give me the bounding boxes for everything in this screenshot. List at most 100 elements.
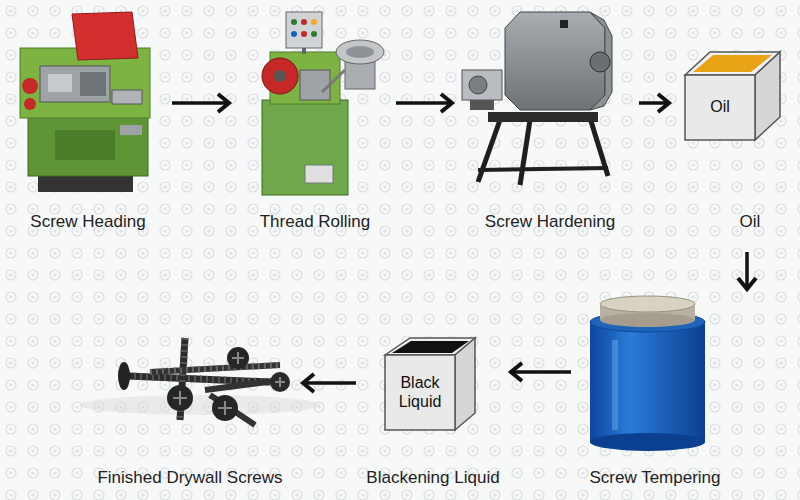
thread-rolling-machine-part [305, 165, 333, 183]
thread-rolling-machine [262, 12, 384, 195]
step-caption: Screw Heading [30, 212, 145, 232]
step-caption: Screw Hardening [485, 212, 615, 232]
drywall-screws-part [150, 365, 280, 372]
thread-rolling-machine-part [262, 100, 348, 195]
drywall-screws-part [210, 395, 255, 425]
hardening-furnace-part [462, 70, 502, 100]
process-step: Screw Heading [8, 5, 168, 240]
arrow-head [441, 94, 452, 112]
oil-tank-part [685, 75, 755, 140]
heading-machine-part [55, 130, 115, 160]
tank-label: Oil [710, 97, 730, 116]
blackening-tank [385, 338, 475, 430]
arrow-shaft [396, 101, 452, 105]
oil-tank [685, 52, 780, 140]
thread-rolling-machine-part [322, 70, 345, 92]
drywall-screws-part [232, 352, 244, 364]
thread-rolling-machine-part [286, 12, 322, 48]
thread-rolling-machine-part [300, 70, 330, 100]
hardening-furnace [462, 12, 612, 185]
step-caption: Screw Tempering [589, 468, 720, 488]
heading-machine-part [22, 78, 38, 94]
heading-machine-part [28, 110, 148, 176]
arrow-head [511, 363, 522, 381]
process-step: Screw Hardening [455, 5, 635, 240]
flow-arrow [303, 374, 356, 392]
arrow-head [303, 374, 314, 392]
process-step: Finished Drywall Screws [85, 315, 300, 490]
arrow-head [738, 278, 756, 289]
drywall-screws-part [128, 376, 270, 382]
process-step: Thread Rolling [232, 5, 392, 240]
flow-arrow [396, 94, 452, 112]
flow-arrow [172, 94, 229, 112]
hardening-furnace-part [478, 120, 500, 182]
hardening-furnace-part [560, 20, 568, 28]
drywall-screws-part [173, 391, 187, 405]
blackening-tank-part [385, 355, 455, 430]
tempering-furnace-part [590, 322, 705, 442]
drywall-screws-part [128, 376, 270, 382]
arrow-shaft [303, 381, 356, 385]
thread-rolling-machine-part [301, 31, 307, 37]
blackening-tank-part [392, 341, 469, 353]
hardening-furnace-part [470, 100, 494, 110]
thread-rolling-machine-part [301, 19, 307, 25]
drywall-screws-part [118, 362, 130, 390]
flow-arrow [511, 363, 571, 381]
thread-rolling-machine-part [336, 40, 384, 64]
thread-rolling-machine-part [346, 46, 374, 58]
arrow-head [658, 94, 669, 112]
thread-rolling-machine-part [262, 58, 298, 94]
hardening-furnace-part [478, 168, 608, 170]
drywall-screws-part [270, 372, 290, 392]
hardening-furnace-part [469, 76, 487, 94]
blackening-tank-part [455, 338, 475, 430]
hardening-furnace-part [590, 52, 610, 72]
heading-machine [20, 12, 150, 192]
tank-label: Black Liquid [390, 373, 450, 411]
drywall-screws-part [275, 377, 285, 387]
flow-arrow [738, 252, 756, 289]
step-caption: Thread Rolling [260, 212, 371, 232]
hardening-furnace-part [488, 112, 598, 122]
drywall-screws-part [167, 385, 193, 411]
arrow-shaft [745, 252, 749, 289]
hardening-furnace-part [590, 12, 612, 110]
heading-machine-part [48, 74, 72, 92]
tempering-furnace-part [600, 296, 695, 312]
thread-rolling-machine-part [291, 31, 297, 37]
heading-machine-part [72, 12, 138, 60]
heading-machine-part [24, 98, 36, 110]
heading-machine-part [112, 90, 142, 104]
arrow-shaft [172, 101, 229, 105]
process-step: OilOil [672, 5, 794, 248]
heading-machine-part [80, 72, 106, 96]
drywall-screws-part [80, 395, 320, 415]
drywall-screws [80, 338, 320, 425]
drywall-screws-part [227, 347, 249, 369]
flow-arrow [639, 94, 669, 112]
tempering-furnace-part [612, 340, 618, 430]
drywall-screws-part [212, 395, 238, 421]
thread-rolling-machine-part [311, 19, 317, 25]
hardening-furnace-part [520, 120, 530, 185]
arrow-shaft [511, 370, 571, 374]
heading-machine-part [40, 66, 110, 102]
drywall-screws-part [218, 401, 232, 415]
tempering-furnace-part [590, 433, 705, 451]
thread-rolling-machine-part [274, 70, 286, 82]
tempering-furnace-part [600, 313, 695, 327]
tempering-furnace [590, 296, 705, 451]
step-caption: Blackening Liquid [366, 468, 499, 488]
thread-rolling-machine-part [302, 48, 306, 54]
arrow-head [218, 94, 229, 112]
thread-rolling-machine-part [311, 31, 317, 37]
step-caption: Finished Drywall Screws [97, 468, 282, 488]
process-step: Black LiquidBlackening Liquid [360, 330, 508, 490]
heading-machine-part [120, 125, 142, 135]
oil-tank-part [755, 52, 780, 140]
